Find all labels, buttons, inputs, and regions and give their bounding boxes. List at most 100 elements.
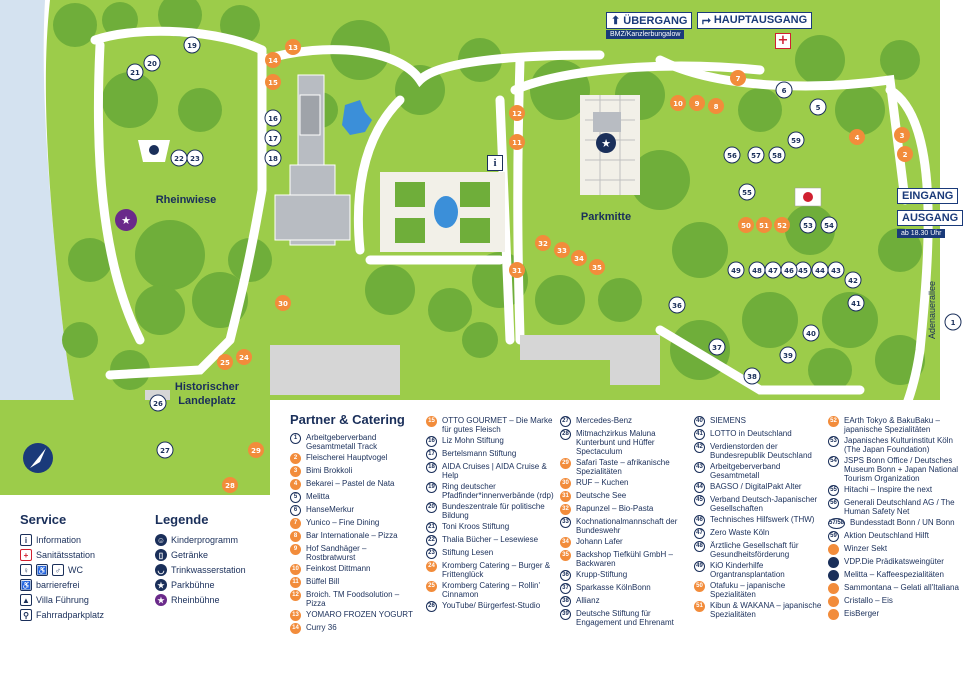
map-marker-8: 8 xyxy=(708,98,724,114)
partner-number: 56 xyxy=(828,498,839,509)
partner-number xyxy=(828,596,839,607)
svg-text:17: 17 xyxy=(268,135,278,143)
svg-text:7: 7 xyxy=(736,75,741,83)
partner-label: Winzer Sekt xyxy=(844,544,888,553)
svg-text:38: 38 xyxy=(747,373,757,381)
svg-text:1: 1 xyxy=(951,319,956,327)
map-marker-4: 4 xyxy=(849,129,865,145)
svg-text:22: 22 xyxy=(174,155,184,163)
partner-label: Melitta – Kaffeespezialitäten xyxy=(844,570,944,579)
partner-label: Ärztliche Gesellschaft für Gesundheitsfö… xyxy=(710,541,799,559)
map-marker-24: 24 xyxy=(236,349,252,365)
map-marker-12: 12 xyxy=(509,105,525,121)
svg-text:10: 10 xyxy=(673,100,683,108)
map-marker-47: 47 xyxy=(764,261,782,279)
svg-text:41: 41 xyxy=(851,300,861,308)
partner-label: Arbeitgeberverband Gesamtmetall Track xyxy=(306,433,378,451)
star-icon: ★ xyxy=(155,579,167,591)
map-marker-37: 37 xyxy=(708,338,726,356)
partner-number: 15 xyxy=(426,416,437,427)
svg-text:52: 52 xyxy=(777,222,787,230)
partner-label: Bundesstadt Bonn / UN Bonn xyxy=(850,518,955,527)
svg-text:11: 11 xyxy=(512,139,522,147)
svg-text:21: 21 xyxy=(130,69,140,77)
partner-number: 32 xyxy=(560,504,571,515)
map-marker-35: 35 xyxy=(589,259,605,275)
partner-number: 26 xyxy=(426,601,437,612)
partner-number: 14 xyxy=(290,623,301,634)
partner-label: Mitmachzirkus Maluna Kunterbunt und Hüff… xyxy=(576,429,656,456)
partner-label: Allianz xyxy=(576,596,600,605)
map-marker-58: 58 xyxy=(768,146,786,164)
map-marker-16: 16 xyxy=(264,109,282,127)
partner-label: Curry 36 xyxy=(306,623,337,632)
partner-label: Sparkasse KölnBonn xyxy=(576,583,651,592)
map-marker-33: 33 xyxy=(554,242,570,258)
partner-label: YouTube/ Bürgerfest-Studio xyxy=(442,601,541,610)
partner-title: Partner & Catering xyxy=(290,412,405,427)
map-marker-2: 2 xyxy=(897,146,913,162)
map-marker-45: 45 xyxy=(794,261,812,279)
toilet-male-icon: ♂ xyxy=(52,564,64,576)
partner-number: 31 xyxy=(560,491,571,502)
map-marker-29: 29 xyxy=(248,442,264,458)
svg-text:25: 25 xyxy=(220,359,230,367)
map-marker-54: 54 xyxy=(820,216,838,234)
villa-building xyxy=(274,74,351,246)
svg-text:15: 15 xyxy=(268,79,278,87)
legend-label: Parkbühne xyxy=(171,580,215,590)
partner-label: YOMARO FROZEN YOGURT xyxy=(306,610,413,619)
partner-number: 16 xyxy=(426,436,437,447)
first-aid-icon: + xyxy=(20,549,32,561)
partner-label: Bimi Brokkoli xyxy=(306,466,353,475)
svg-text:44: 44 xyxy=(815,267,825,275)
partner-label: Liz Mohn Stiftung xyxy=(442,436,504,445)
svg-text:12: 12 xyxy=(512,110,522,118)
partner-number: 4 xyxy=(290,479,301,490)
service-label: Sanitätsstation xyxy=(36,550,96,560)
svg-text:55: 55 xyxy=(742,189,752,197)
legend-label: Trinkwasserstation xyxy=(171,565,246,575)
svg-text:35: 35 xyxy=(592,264,602,272)
wheelchair-icon: ♿ xyxy=(20,579,32,591)
map-marker-59: 59 xyxy=(787,131,805,149)
partner-label: Kromberg Catering – Rollin' Cinnamon xyxy=(442,581,541,599)
arrow-up-icon: ⬆ xyxy=(611,15,624,27)
japan-flag xyxy=(794,187,822,207)
map-marker-17: 17 xyxy=(264,129,282,147)
partner-label: Broich. TM Foodsolution – Pizza xyxy=(306,590,400,608)
svg-text:5: 5 xyxy=(816,104,821,112)
svg-text:48: 48 xyxy=(752,267,762,275)
partner-label: AIDA Cruises | AIDA Cruise & Help xyxy=(442,462,547,480)
svg-text:13: 13 xyxy=(288,44,298,52)
partner-item: 16 Liz Mohn Stiftung xyxy=(426,436,554,447)
partner-number: 8 xyxy=(290,531,301,542)
partner-label: Cristallo – Eis xyxy=(844,596,893,605)
svg-text:49: 49 xyxy=(731,267,741,275)
svg-text:43: 43 xyxy=(831,267,841,275)
water-station-icon: ◡ xyxy=(155,564,167,576)
legend-label: Kinderprogramm xyxy=(171,535,239,545)
first-aid-icon: + xyxy=(775,33,791,49)
partner-number xyxy=(828,570,839,581)
map-marker-15: 15 xyxy=(265,74,281,90)
map-marker-32: 32 xyxy=(535,235,551,251)
partner-number: 22 xyxy=(426,535,437,546)
